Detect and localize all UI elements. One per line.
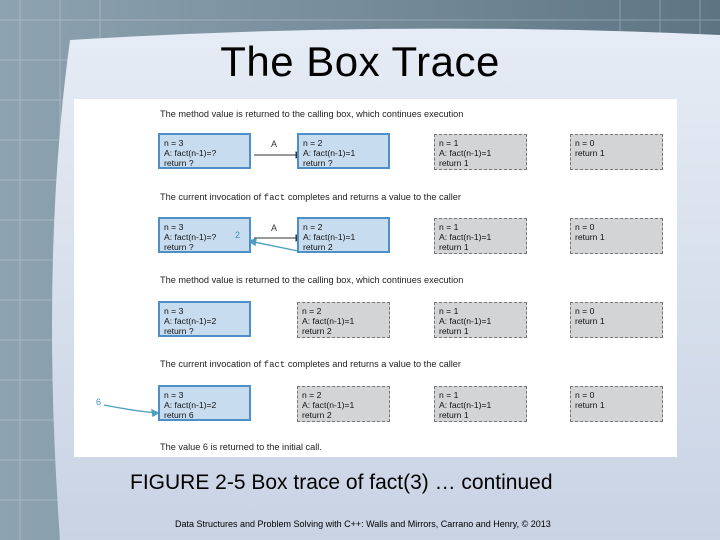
- return-value-label: 2: [235, 230, 241, 240]
- trace-message-1: The method value is returned to the call…: [160, 109, 464, 119]
- return-value-label: 6: [96, 397, 102, 407]
- call-label-a: A: [271, 139, 278, 149]
- trace-message-4: The current invocation of fact completes…: [160, 359, 461, 370]
- call-label-a: A: [271, 223, 278, 233]
- trace-message-5: The value 6 is returned to the initial c…: [160, 442, 322, 452]
- box-trace-figure: The method value is returned to the call…: [74, 99, 677, 457]
- slide-credit: Data Structures and Problem Solving with…: [175, 519, 551, 529]
- trace-message-3: The method value is returned to the call…: [160, 275, 464, 285]
- figure-caption: FIGURE 2-5 Box trace of fact(3) … contin…: [130, 471, 553, 494]
- slide-title: The Box Trace: [220, 38, 500, 85]
- trace-message-2: The current invocation of fact completes…: [160, 192, 461, 203]
